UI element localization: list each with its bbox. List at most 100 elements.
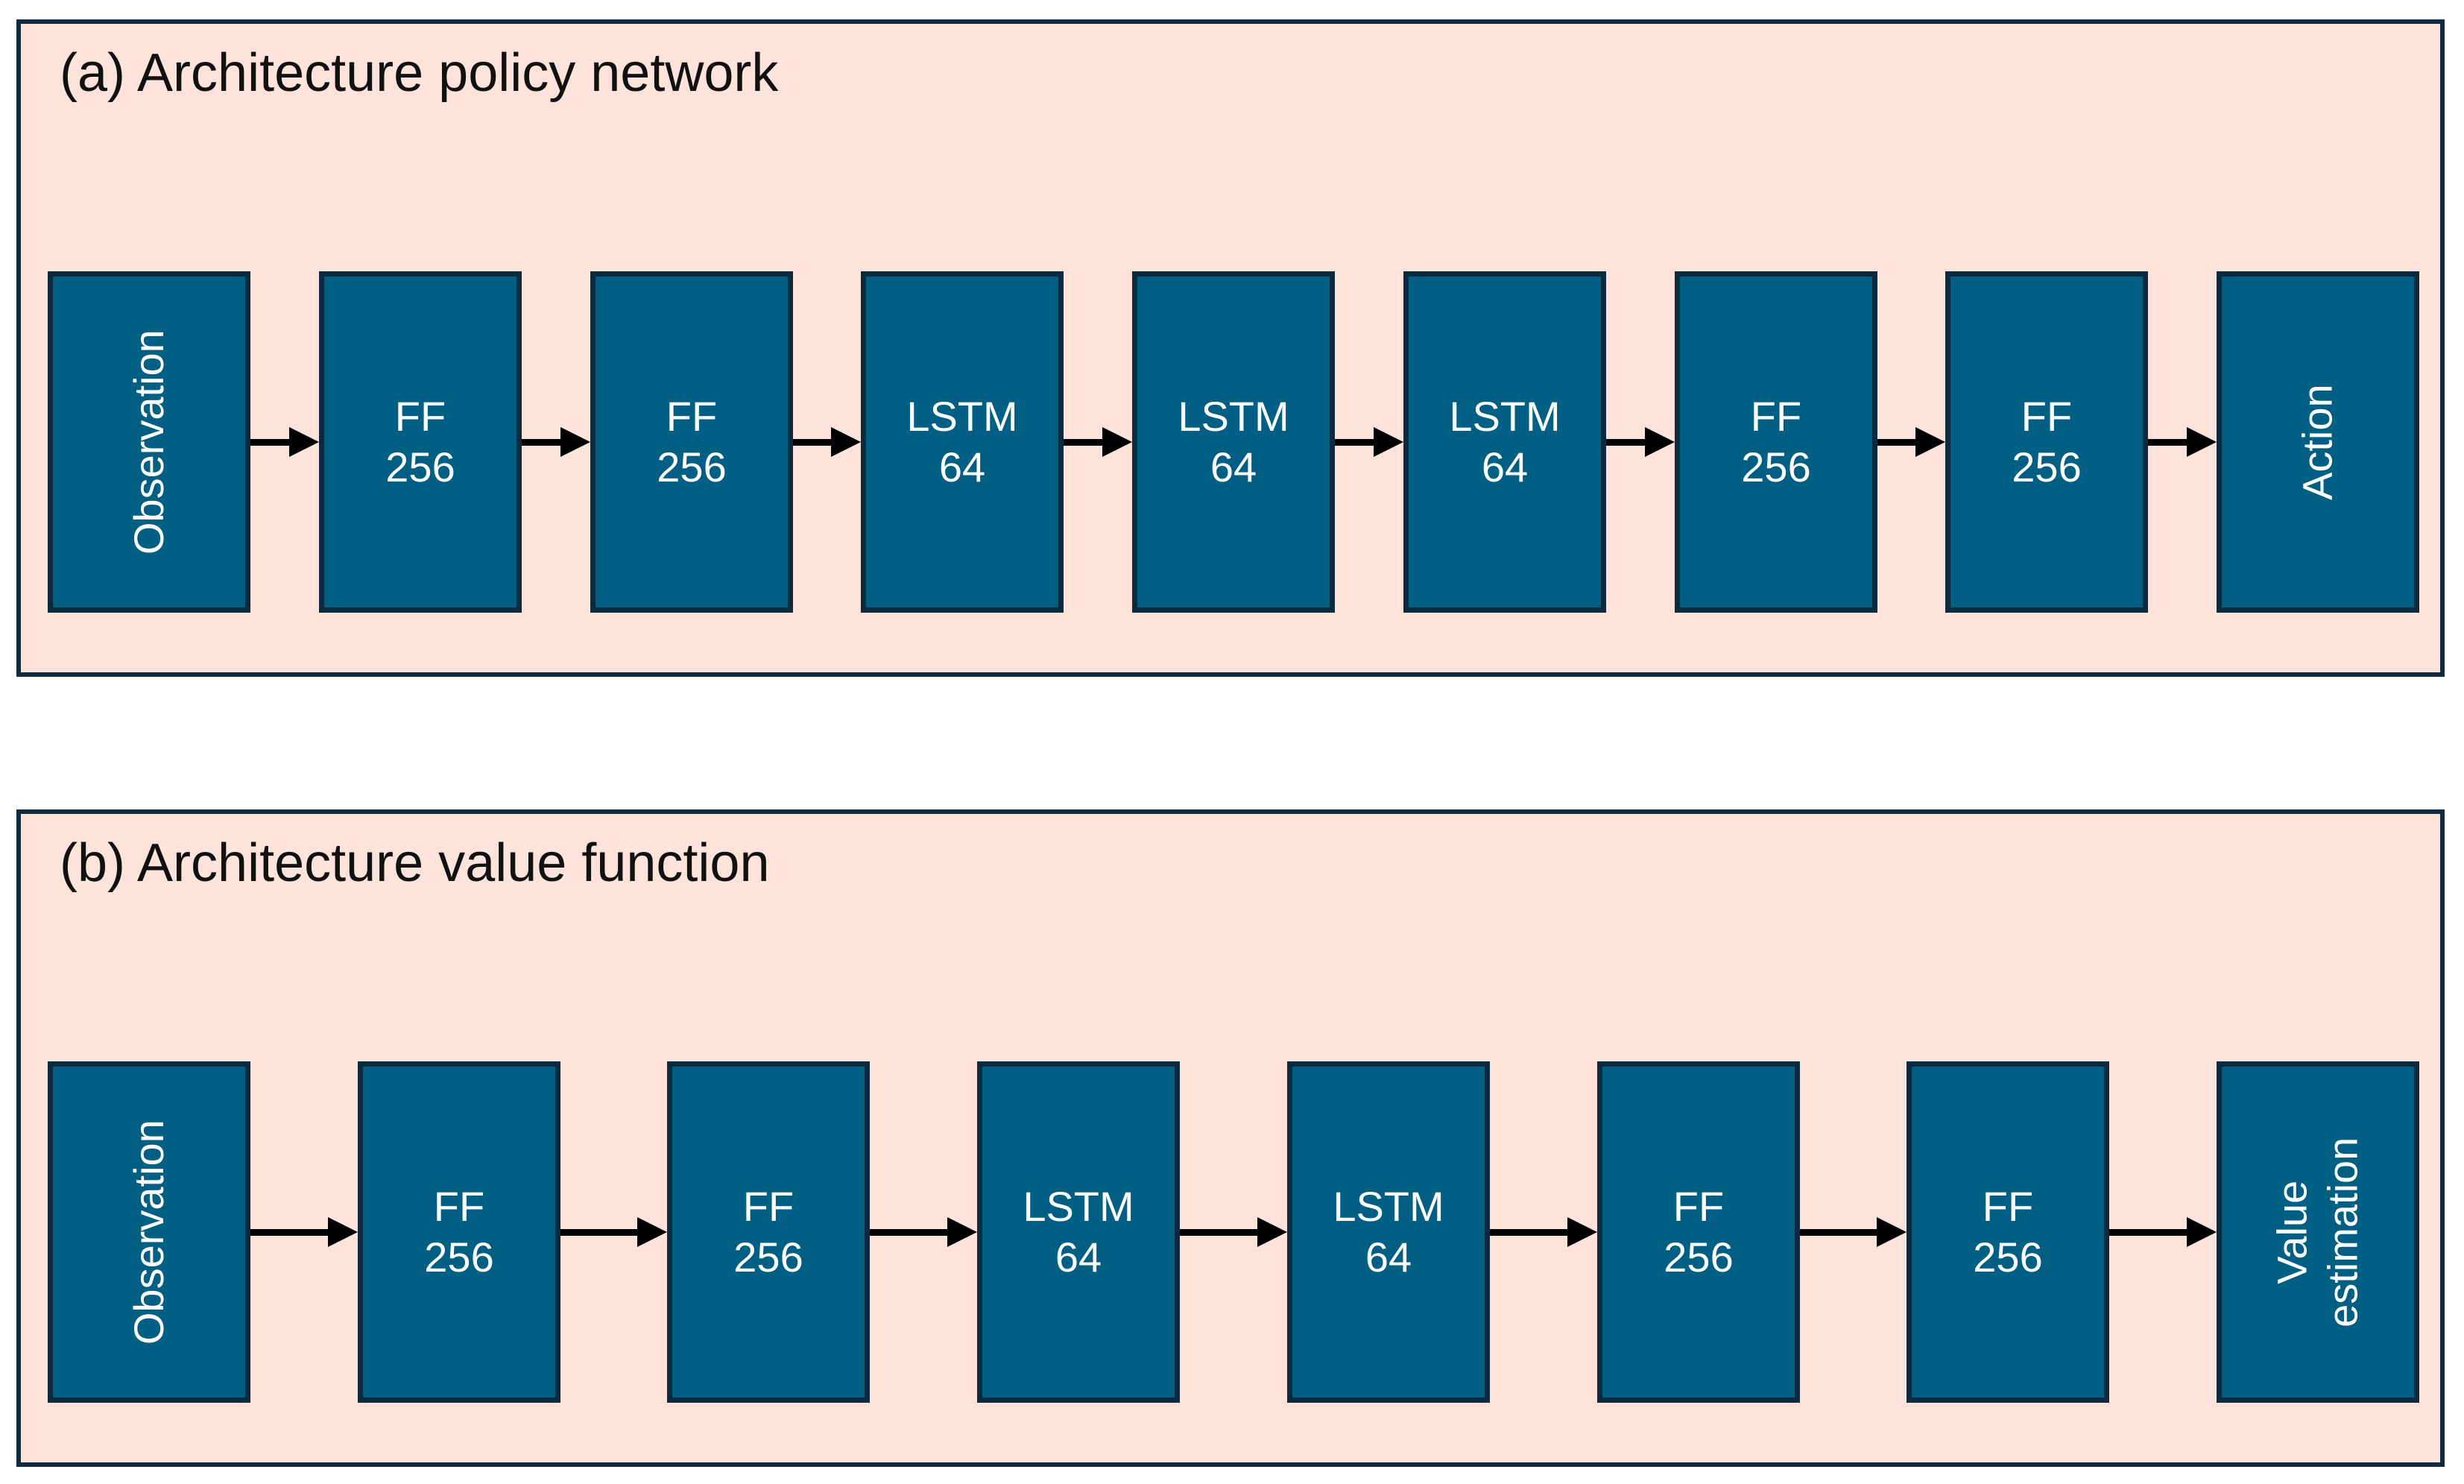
layer-label-line: FF [1750, 392, 1802, 440]
arrow-shaft [522, 439, 563, 446]
layer-label-line: Observation [124, 1120, 172, 1345]
layer-label-line: Action [2293, 384, 2341, 500]
layer-label-line: estimation [2319, 1137, 2366, 1327]
panel-title-value-function: (b) Architecture value function [60, 833, 770, 893]
layer-label-line: FF [1982, 1182, 2034, 1230]
arrow-shaft [1490, 1229, 1570, 1236]
layer-label-line: LSTM [906, 392, 1018, 440]
layer-block: Action [2217, 271, 2419, 613]
layer-label-line: 64 [1365, 1234, 1412, 1281]
arrow-shaft [1606, 439, 1648, 446]
panel-value-function: (b) Architecture value function Observat… [16, 809, 2445, 1467]
layer-label-line: 256 [1664, 1234, 1734, 1281]
arrow-shaft [2148, 439, 2190, 446]
arrow-head-icon [637, 1217, 667, 1247]
layer-label-line: 256 [1741, 443, 1811, 490]
panel-title-policy-network: (a) Architecture policy network [60, 43, 779, 103]
arrow-shaft [793, 439, 834, 446]
layer-label-line: LSTM [1023, 1182, 1134, 1230]
arrow-shaft [250, 439, 292, 446]
arrow-shaft [250, 1229, 331, 1236]
layer-label: Observation [124, 329, 174, 555]
arrow-shaft [1180, 1229, 1260, 1236]
arrow-head-icon [289, 427, 319, 457]
arrow-head-icon [1374, 427, 1403, 457]
layer-label-line: FF [2021, 392, 2073, 440]
layer-label-line: 64 [1210, 443, 1257, 490]
layer-label-line: LSTM [1178, 392, 1289, 440]
layer-label-line: 256 [733, 1234, 803, 1281]
arrow-shaft [2109, 1229, 2190, 1236]
arrow-head-icon [831, 427, 861, 457]
layer-label-line: 256 [2012, 443, 2082, 490]
layer-label-line: 64 [938, 443, 986, 490]
layer-label-line: LSTM [1449, 392, 1561, 440]
layer-label-line: 256 [424, 1234, 494, 1281]
layer-label-line: FF [666, 392, 718, 440]
layer-label-line: 256 [385, 443, 455, 490]
arrow-head-icon [328, 1217, 358, 1247]
arrow-head-icon [1567, 1217, 1597, 1247]
layer-label: Action [2293, 384, 2343, 500]
arrow-shaft [1800, 1229, 1880, 1236]
layer-label-line: 64 [1055, 1234, 1102, 1281]
arrow-shaft [560, 1229, 640, 1236]
layer-label-line: Value [2268, 1180, 2316, 1284]
layer-label-line: FF [742, 1182, 795, 1230]
arrow-head-icon [2187, 1217, 2217, 1247]
arrow-head-icon [560, 427, 590, 457]
arrow-head-icon [1915, 427, 1945, 457]
arrow-head-icon [1645, 427, 1675, 457]
arrow-shaft [870, 1229, 950, 1236]
panel-policy-network: (a) Architecture policy network Observat… [16, 19, 2445, 677]
arrow-head-icon [2187, 427, 2217, 457]
layer-label-line: LSTM [1333, 1182, 1444, 1230]
arrow-shaft [1335, 439, 1377, 446]
layer-label-line: FF [394, 392, 446, 440]
layer-label: Observation [124, 1120, 174, 1345]
layer-label-line: 64 [1481, 443, 1529, 490]
arrow-head-icon [1877, 1217, 1907, 1247]
arrow-head-icon [1102, 427, 1132, 457]
layer-block: Observation [48, 271, 250, 613]
layer-label-line: 256 [1973, 1234, 2043, 1281]
layer-label-line: FF [1672, 1182, 1725, 1230]
arrow-shaft [1877, 439, 1918, 446]
layer-label-line: Observation [124, 329, 172, 555]
arrow-head-icon [947, 1217, 977, 1247]
layer-label-line: 256 [657, 443, 727, 490]
arrow-head-icon [1257, 1217, 1287, 1247]
arrow-shaft [1064, 439, 1105, 446]
layer-block: Observation [48, 1061, 250, 1403]
